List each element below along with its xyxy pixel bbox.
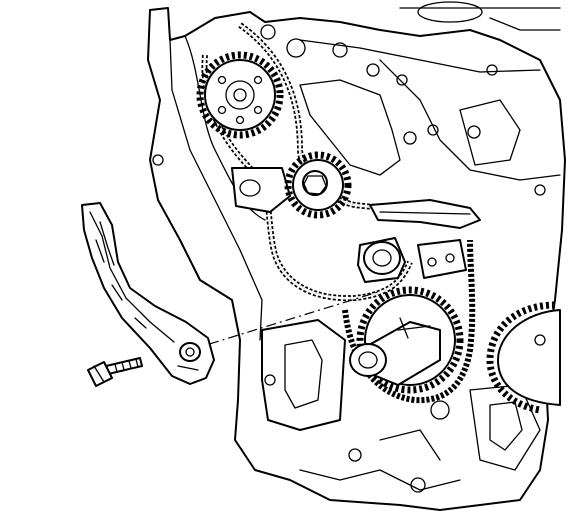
right-partial-sprocket — [486, 301, 561, 414]
idler-sprocket — [284, 151, 352, 219]
chain-guide — [81, 202, 215, 385]
guide-bolt — [87, 357, 143, 387]
installation-line — [189, 291, 379, 351]
engine-block — [147, 1, 566, 511]
upper-chain-guide — [369, 199, 481, 229]
crankshaft-sprocket — [349, 286, 464, 394]
tensioner-bracket — [231, 167, 291, 213]
right-mount-block — [417, 239, 467, 279]
camshaft-sprocket — [196, 51, 284, 139]
stud-spacer — [357, 237, 406, 283]
